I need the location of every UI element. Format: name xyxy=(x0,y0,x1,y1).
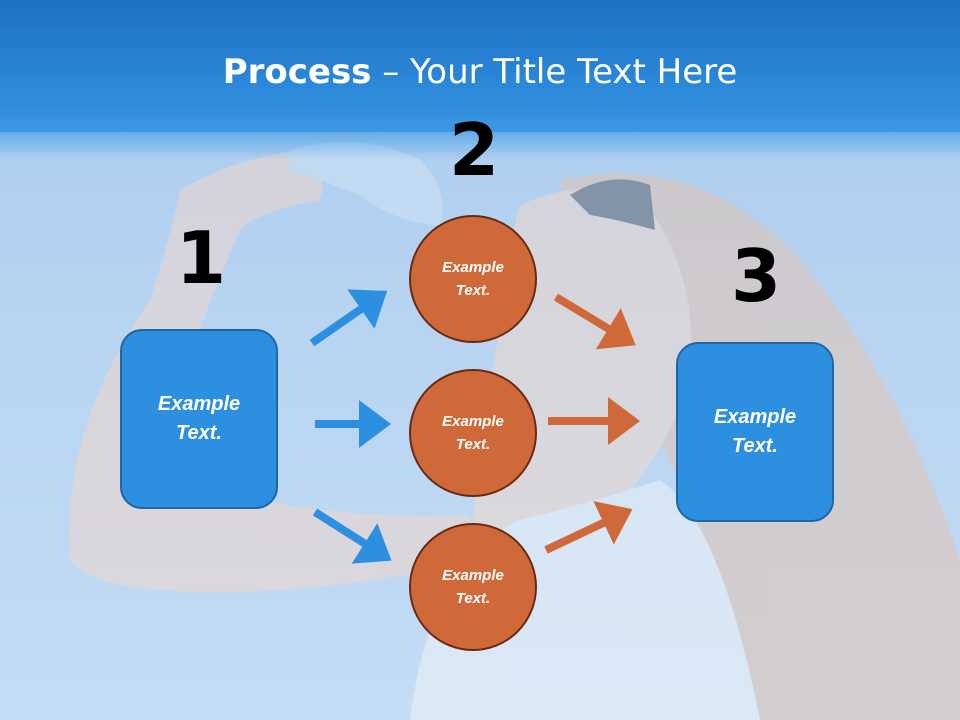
right-box-line1: Example xyxy=(713,406,797,428)
step-number-1: 1 xyxy=(176,216,227,300)
circle-bottom: Example Text. xyxy=(409,523,537,651)
arrow-blue-down xyxy=(312,508,392,564)
circle-top-line2: Text. xyxy=(455,282,491,299)
circle-top-line1: Example xyxy=(442,259,504,276)
step-number-2: 2 xyxy=(449,108,500,192)
circle-middle-line1: Example xyxy=(442,413,504,430)
arrow-orange-up xyxy=(544,501,633,554)
arrow-blue-up xyxy=(309,289,388,347)
title-rest: – Your Title Text Here xyxy=(371,52,738,92)
circle-middle: Example Text. xyxy=(409,369,537,497)
title-bar xyxy=(0,0,960,132)
title-bar-fade xyxy=(0,120,960,160)
circle-top: Example Text. xyxy=(409,215,537,343)
circle-middle-line2: Text. xyxy=(455,436,491,453)
circle-bottom-line1: Example xyxy=(442,567,504,584)
left-box: Example Text. xyxy=(120,329,278,509)
slide-title: Process – Your Title Text Here xyxy=(0,52,960,92)
right-box: Example Text. xyxy=(676,342,834,522)
right-box-line2: Text. xyxy=(732,435,778,457)
step-number-3: 3 xyxy=(731,234,782,318)
circle-bottom-line2: Text. xyxy=(455,590,491,607)
title-bold: Process xyxy=(222,52,372,92)
left-box-line2: Text. xyxy=(176,422,222,444)
left-box-line1: Example xyxy=(157,393,241,415)
arrow-orange-down xyxy=(553,293,636,350)
